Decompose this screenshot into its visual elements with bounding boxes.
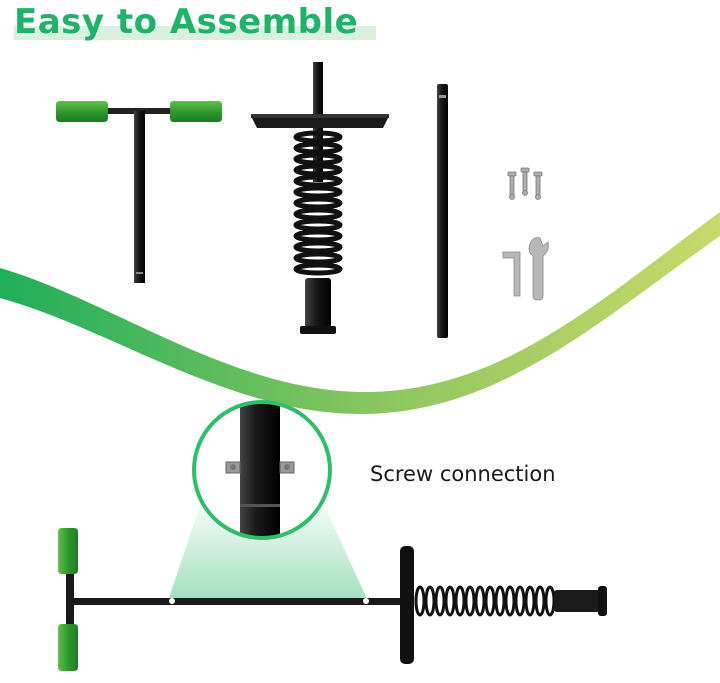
callout-cone: [168, 505, 368, 601]
title-highlight: [14, 26, 376, 40]
page-title: Easy to Assemble: [14, 2, 359, 42]
assembled-tool-icon: [58, 528, 607, 671]
extension-rod-icon: [437, 84, 448, 338]
title-block: Easy to Assemble: [14, 2, 376, 42]
wrench-icon: [528, 237, 549, 301]
callout-caption: Screw connection: [370, 462, 556, 486]
t-handle-icon: [56, 101, 222, 283]
screws-icon: [507, 167, 543, 200]
wave-band: [0, 212, 720, 414]
magnifier-circle-icon: [192, 400, 332, 540]
foot-plate-spring-icon: [251, 62, 389, 334]
hex-key-icon: [502, 251, 521, 297]
